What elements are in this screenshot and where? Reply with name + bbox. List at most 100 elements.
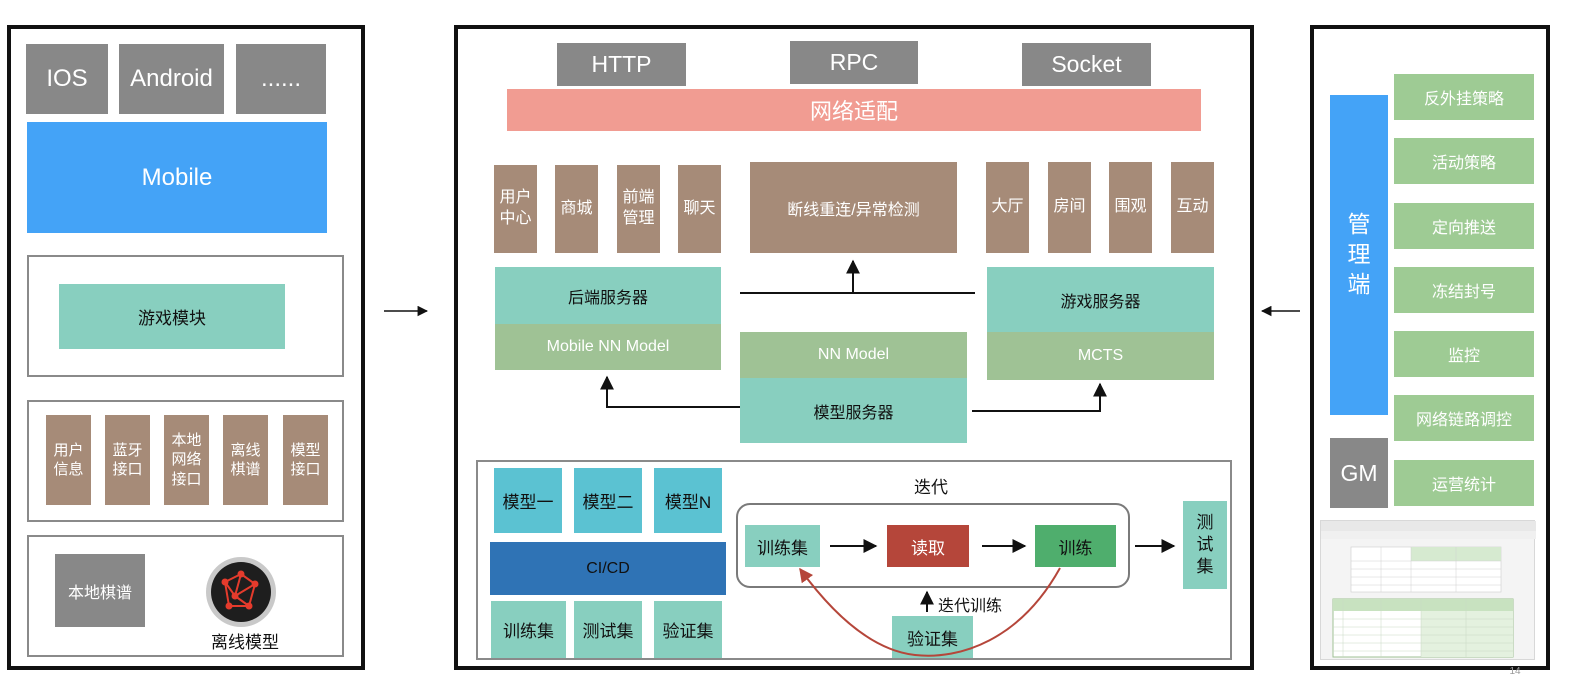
arrow-model-to-backend bbox=[600, 375, 740, 408]
feedback-arc bbox=[799, 567, 1061, 657]
ci-cd: CI/CD bbox=[490, 542, 726, 595]
service-frontend-mgmt: 前端 管理 bbox=[617, 165, 660, 253]
service-lobby: 大厅 bbox=[986, 162, 1029, 253]
offline-model-text: 离线模型 bbox=[211, 632, 279, 652]
local-model-interface-label: 模型 接口 bbox=[290, 441, 321, 479]
model-server-label: 模型服务器 bbox=[813, 404, 894, 422]
spreadsheet-thumbnail bbox=[1320, 520, 1536, 660]
local-offline-chess-label: 离线 棋谱 bbox=[230, 441, 261, 479]
local-offline-chess: 离线 棋谱 bbox=[223, 415, 268, 505]
loop-train-set-label: 训练集 bbox=[757, 538, 808, 558]
test-set-vertical-label: 测 试 集 bbox=[1196, 512, 1214, 577]
service-lobby-label: 大厅 bbox=[991, 198, 1024, 216]
model-two-label: 模型二 bbox=[582, 493, 634, 512]
iterative-training-text: 迭代训练 bbox=[937, 598, 1002, 615]
service-room: 房间 bbox=[1048, 162, 1091, 253]
mgmt-monitor: 监控 bbox=[1394, 331, 1534, 377]
dataset-test-label: 测试集 bbox=[582, 622, 634, 641]
platform-android-label: Android bbox=[130, 65, 213, 92]
nn-model-label: NN Model bbox=[817, 346, 890, 363]
mgmt-activity-strategy: 活动策略 bbox=[1394, 138, 1534, 184]
mgmt-targeted-push-label: 定向推送 bbox=[1431, 220, 1496, 237]
mgmt-anti-cheat-label: 反外挂策略 bbox=[1423, 91, 1504, 108]
mgmt-ops-stats-label: 运营统计 bbox=[1431, 477, 1496, 494]
mgmt-activity-strategy-label: 活动策略 bbox=[1431, 155, 1496, 172]
local-bluetooth-label: 蓝牙 接口 bbox=[112, 441, 143, 479]
loop-train-label: 训练 bbox=[1058, 538, 1093, 558]
validation-set-label: 验证集 bbox=[907, 629, 958, 649]
management-end-label: 管 理 端 bbox=[1347, 211, 1371, 297]
model-server: 模型服务器 bbox=[740, 378, 967, 443]
game-server-label: 游戏服务器 bbox=[1060, 293, 1141, 311]
reconnect-detection-label: 断线重连/异常检测 bbox=[787, 201, 920, 219]
mobile-label: Mobile bbox=[141, 163, 213, 191]
mgmt-network-link: 网络链路调控 bbox=[1394, 395, 1534, 441]
neural-network-icon bbox=[205, 556, 277, 628]
loop-train: 训练 bbox=[1035, 525, 1116, 567]
protocol-rpc: RPC bbox=[790, 41, 918, 84]
gm-block: GM bbox=[1330, 438, 1388, 508]
model-two: 模型二 bbox=[574, 468, 642, 533]
local-user-info-label: 用户 信息 bbox=[53, 441, 84, 479]
protocol-http-label: HTTP bbox=[591, 51, 652, 77]
mcts-label: MCTS bbox=[1077, 347, 1124, 364]
mcts: MCTS bbox=[987, 332, 1214, 380]
model-one-label: 模型一 bbox=[502, 493, 554, 512]
backend-server-label: 后端服务器 bbox=[567, 289, 648, 307]
model-n: 模型N bbox=[654, 468, 722, 533]
dataset-validation: 验证集 bbox=[654, 601, 722, 658]
mgmt-ops-stats: 运营统计 bbox=[1394, 460, 1534, 506]
mobile-nn-model-label: Mobile NN Model bbox=[546, 338, 670, 355]
local-network-label: 本地 网络 接口 bbox=[171, 431, 202, 488]
iterate-text: 迭代 bbox=[914, 477, 948, 497]
service-chat: 聊天 bbox=[678, 165, 721, 253]
platform-ios-label: IOS bbox=[46, 65, 88, 92]
local-network: 本地 网络 接口 bbox=[164, 415, 209, 505]
iterative-training-label: 迭代训练 bbox=[930, 592, 1010, 616]
mobile-block: Mobile bbox=[27, 122, 327, 233]
game-server: 游戏服务器 bbox=[987, 267, 1214, 332]
service-watch: 围观 bbox=[1109, 162, 1152, 253]
page-number: 14 bbox=[1500, 666, 1530, 680]
service-watch-label: 围观 bbox=[1114, 198, 1147, 216]
protocol-rpc-label: RPC bbox=[829, 49, 879, 75]
platform-android: Android bbox=[119, 44, 224, 114]
service-interact-label: 互动 bbox=[1176, 198, 1209, 216]
mgmt-anti-cheat: 反外挂策略 bbox=[1394, 74, 1534, 120]
service-user-center: 用户 中心 bbox=[494, 165, 537, 253]
local-chess-record: 本地棋谱 bbox=[55, 554, 145, 627]
management-end: 管 理 端 bbox=[1330, 95, 1388, 415]
local-model-interface: 模型 接口 bbox=[283, 415, 328, 505]
service-room-label: 房间 bbox=[1053, 198, 1086, 216]
dataset-validation-label: 验证集 bbox=[662, 622, 714, 641]
mgmt-targeted-push: 定向推送 bbox=[1394, 203, 1534, 249]
mgmt-monitor-label: 监控 bbox=[1447, 348, 1480, 365]
local-bluetooth: 蓝牙 接口 bbox=[105, 415, 150, 505]
reconnect-detection: 断线重连/异常检测 bbox=[750, 162, 957, 253]
mgmt-freeze-ban-label: 冻结封号 bbox=[1431, 284, 1496, 301]
protocol-socket: Socket bbox=[1022, 43, 1151, 86]
network-adapter: 网络适配 bbox=[507, 89, 1201, 131]
local-user-info: 用户 信息 bbox=[46, 415, 91, 505]
page-number-text: 14 bbox=[1509, 666, 1521, 677]
loop-train-set: 训练集 bbox=[745, 525, 820, 567]
service-chat-label: 聊天 bbox=[683, 199, 716, 217]
mgmt-freeze-ban: 冻结封号 bbox=[1394, 267, 1534, 313]
dataset-train-label: 训练集 bbox=[503, 622, 554, 641]
game-module-label: 游戏模块 bbox=[138, 309, 206, 328]
gm-label: GM bbox=[1340, 459, 1378, 486]
service-mall: 商城 bbox=[555, 165, 598, 253]
local-chess-record-label: 本地棋谱 bbox=[67, 584, 132, 602]
dataset-train: 训练集 bbox=[491, 601, 566, 658]
service-user-center-label: 用户 中心 bbox=[499, 189, 532, 227]
mobile-nn-model: Mobile NN Model bbox=[495, 324, 721, 370]
game-module: 游戏模块 bbox=[59, 284, 285, 349]
ci-cd-label: CI/CD bbox=[586, 559, 630, 577]
service-interact: 互动 bbox=[1171, 162, 1214, 253]
platform-more-label: ...... bbox=[260, 65, 301, 92]
service-frontend-mgmt-label: 前端 管理 bbox=[622, 189, 655, 227]
loop-read-label: 读取 bbox=[911, 538, 945, 558]
iteration-loop-box bbox=[736, 503, 1130, 588]
offline-model-label: 离线模型 bbox=[195, 628, 295, 652]
